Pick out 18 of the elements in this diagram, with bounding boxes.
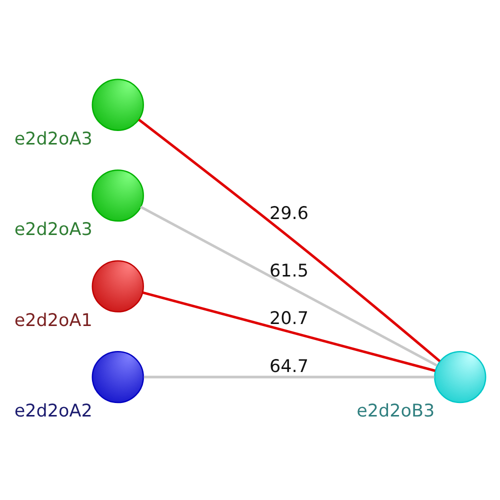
node-circle (92, 78, 144, 130)
node-label: e2d2oA2 (14, 401, 92, 422)
node-circle (92, 350, 144, 403)
node-circle (434, 350, 486, 403)
edge-label: 61.5 (270, 260, 308, 281)
node-circle (92, 168, 144, 222)
edge-label: 64.7 (270, 356, 308, 376)
connector (144, 375, 434, 378)
connector (142, 290, 436, 372)
node-circle (92, 260, 144, 312)
node-label: e2d2oA3 (14, 128, 92, 149)
connector (140, 205, 438, 366)
edge-label: 29.6 (270, 204, 308, 224)
edge-label: 20.7 (270, 308, 308, 329)
node-label: e2d2oA3 (14, 220, 92, 240)
connector (138, 118, 441, 362)
node-label: e2d2oB3 (356, 401, 435, 422)
node-label: e2d2oA1 (14, 310, 92, 330)
